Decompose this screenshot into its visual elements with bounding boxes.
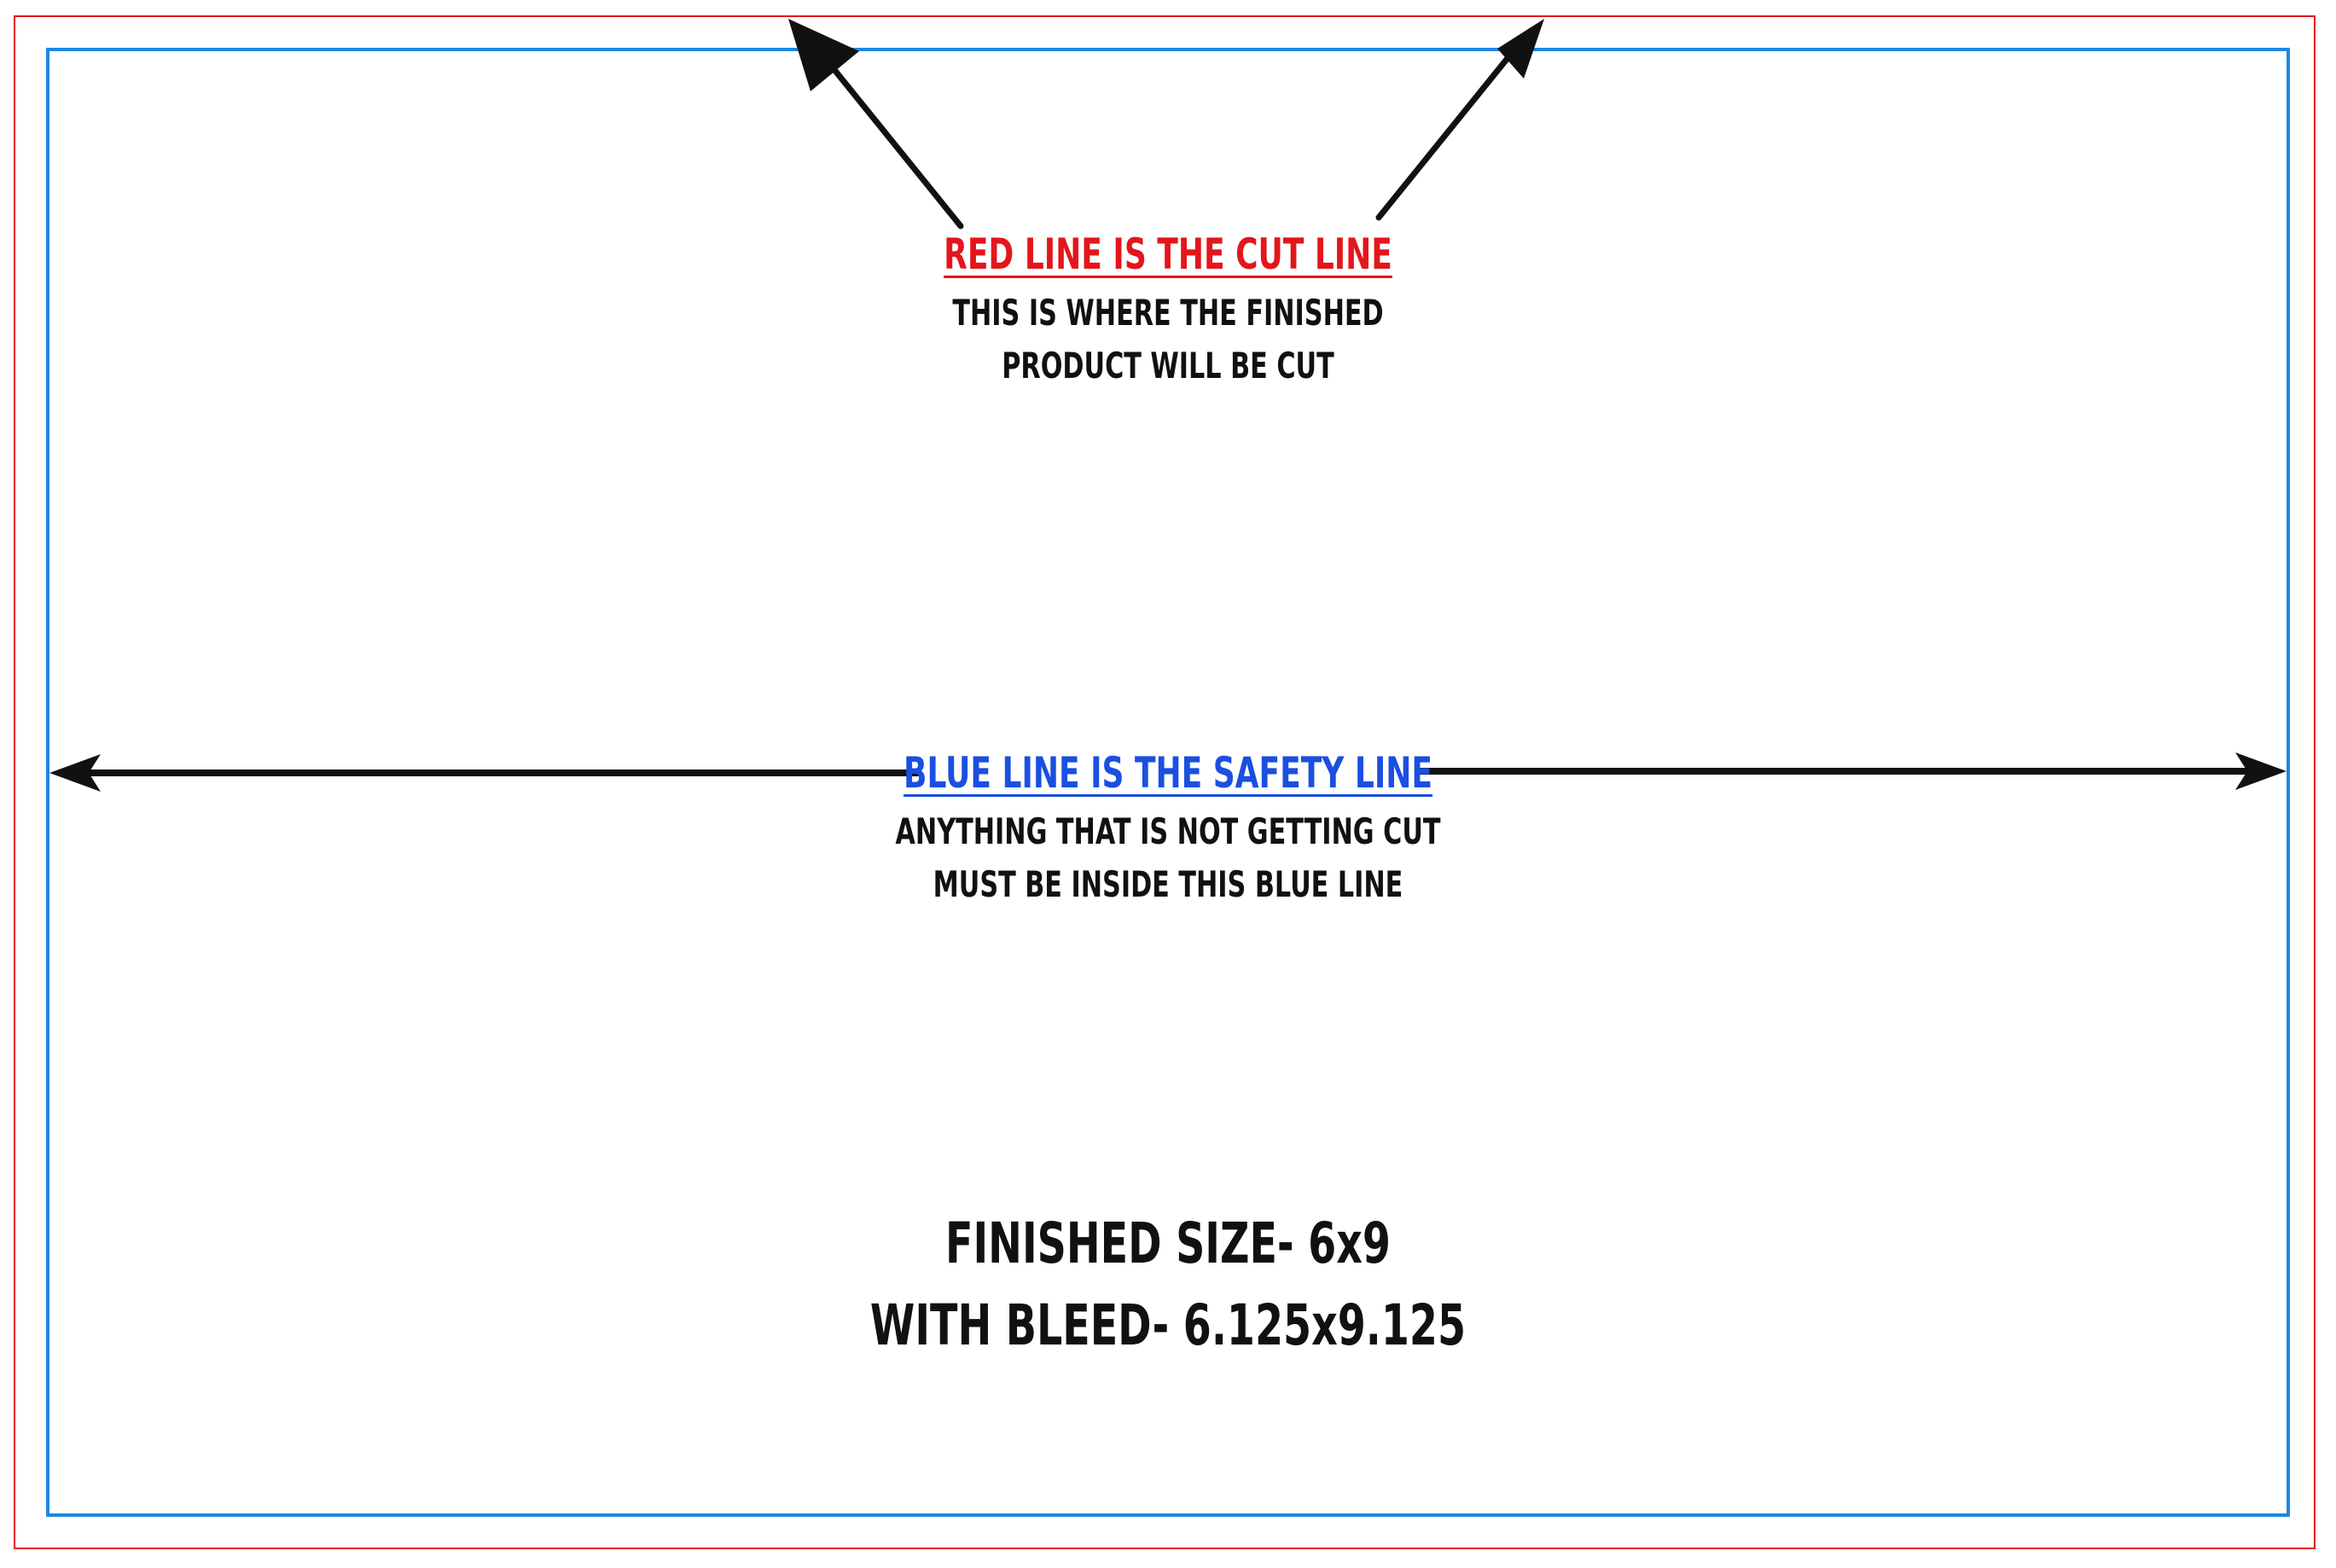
- safety-arrow-left: [49, 754, 921, 792]
- safety-line-description-2: MUST BE INSIDE THIS BLUE LINE: [933, 863, 1403, 905]
- cut-line-description-2: PRODUCT WILL BE CUT: [1002, 345, 1334, 386]
- red-cut-line: [14, 15, 2316, 1549]
- finished-size: FINISHED SIZE- 6x9: [945, 1211, 1391, 1276]
- cut-arrow-right: [1375, 19, 1544, 221]
- safety-line-note: BLUE LINE IS THE SAFETY LINE ANYTHING TH…: [327, 747, 2008, 911]
- arrow-head-icon: [788, 19, 859, 91]
- safety-line-description-1: ANYTHING THAT IS NOT GETTING CUT: [895, 810, 1441, 852]
- blue-safety-line: [46, 48, 2290, 1517]
- safety-arrow-right: [1416, 752, 2287, 790]
- cut-line-note: RED LINE IS THE CUT LINE THIS IS WHERE T…: [327, 229, 2008, 392]
- arrow-head-icon: [49, 754, 101, 792]
- size-info: FINISHED SIZE- 6x9 WITH BLEED- 6.125x9.1…: [327, 1203, 2008, 1367]
- safety-line-heading: BLUE LINE IS THE SAFETY LINE: [904, 748, 1432, 798]
- arrow-head-icon: [1497, 19, 1544, 78]
- cut-arrow-left: [788, 19, 964, 229]
- arrow-head-icon: [2235, 752, 2287, 790]
- bleed-size: WITH BLEED- 6.125x9.125: [869, 1292, 1467, 1358]
- cut-line-heading: RED LINE IS THE CUT LINE: [944, 229, 1392, 279]
- cut-line-description-1: THIS IS WHERE THE FINISHED: [952, 292, 1384, 334]
